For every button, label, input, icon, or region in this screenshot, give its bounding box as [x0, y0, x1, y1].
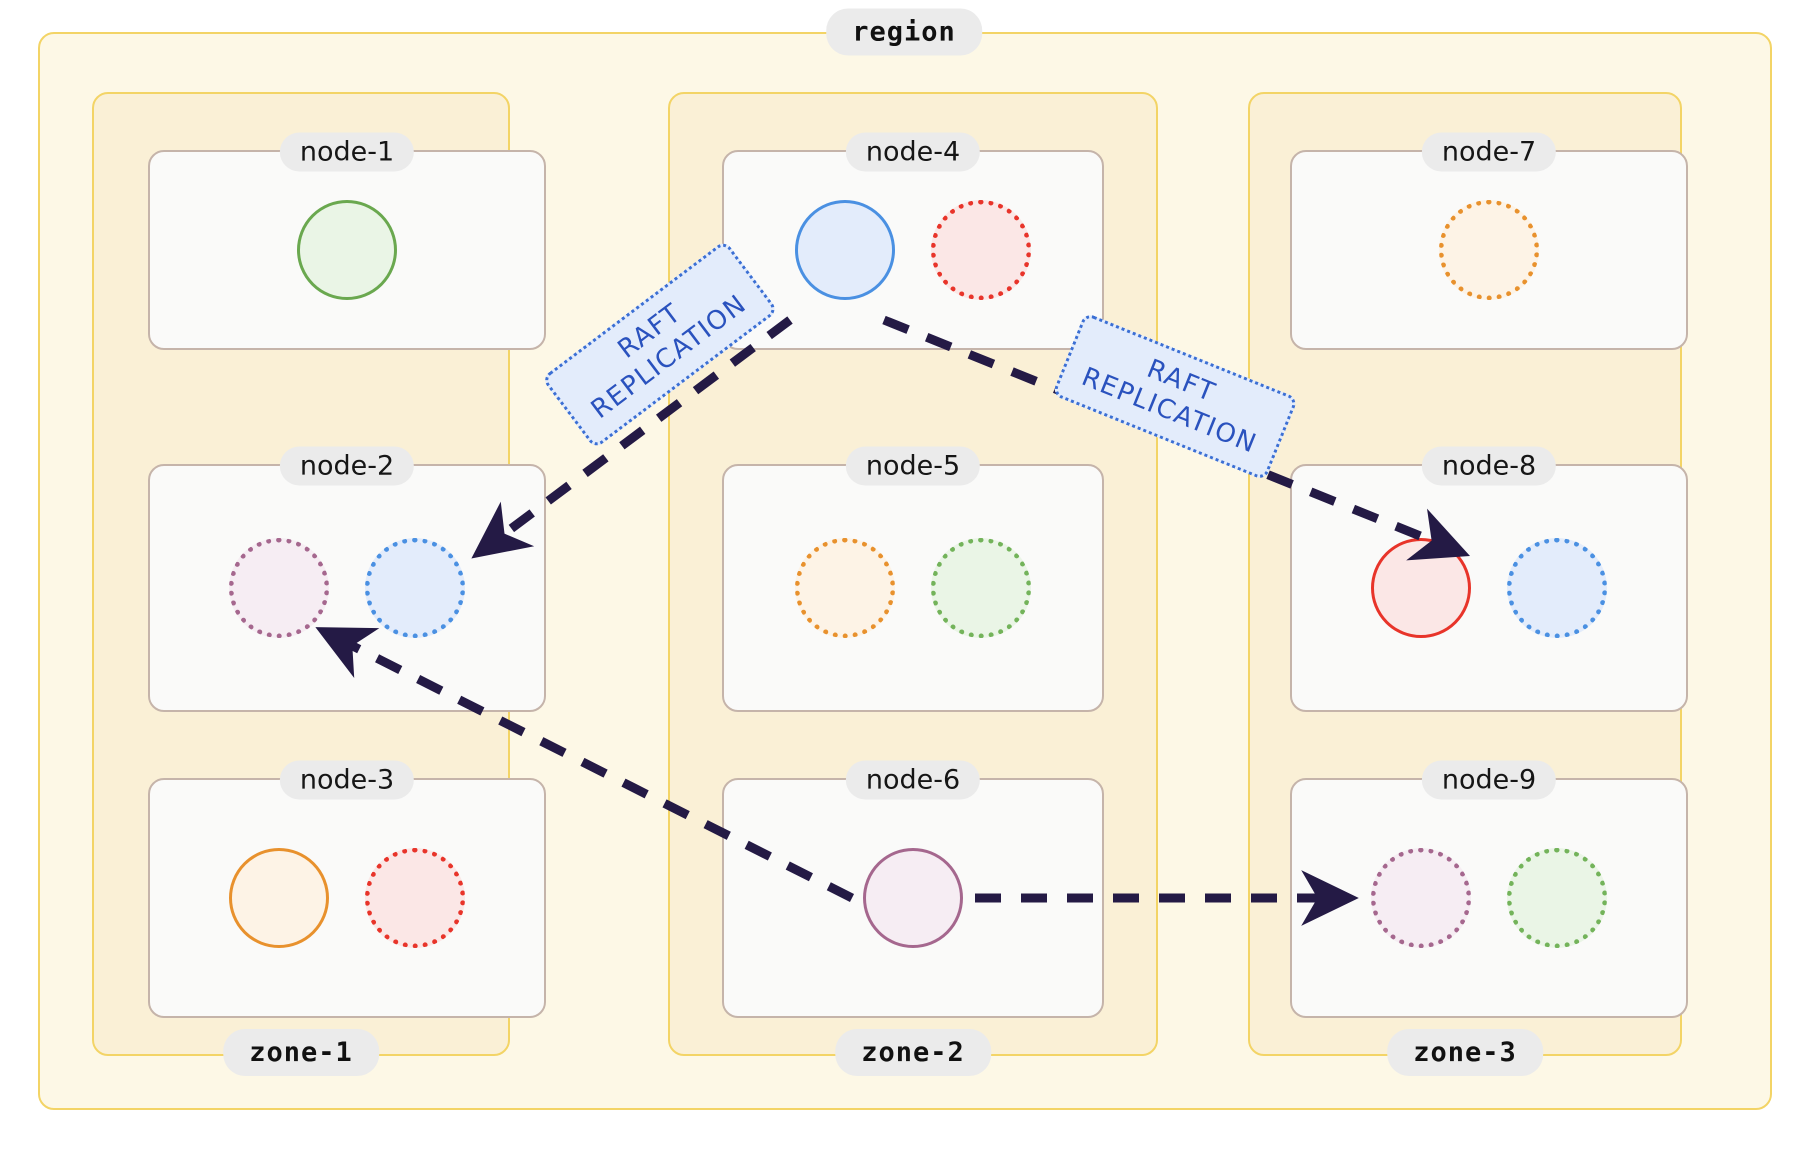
node-label-node-6: node-6: [845, 760, 981, 800]
replica-follower-2[interactable]: [931, 538, 1031, 638]
node-replicas-node-5: [724, 466, 1102, 710]
replica-follower-1[interactable]: [1439, 200, 1539, 300]
node-card-node-8[interactable]: node-8: [1290, 446, 1688, 712]
node-label-node-8: node-8: [1421, 446, 1557, 486]
replica-follower-2[interactable]: [1507, 848, 1607, 948]
replica-leader-1[interactable]: [297, 200, 397, 300]
node-card-node-6[interactable]: node-6: [722, 760, 1104, 1018]
replica-follower-2[interactable]: [365, 848, 465, 948]
replica-leader-1[interactable]: [229, 848, 329, 948]
node-card-node-2[interactable]: node-2: [148, 446, 546, 712]
replica-follower-1[interactable]: [795, 538, 895, 638]
replica-follower-2[interactable]: [365, 538, 465, 638]
replica-follower-2[interactable]: [931, 200, 1031, 300]
node-card-node-3[interactable]: node-3: [148, 760, 546, 1018]
replica-leader-1[interactable]: [863, 848, 963, 948]
node-replicas-node-8: [1292, 466, 1686, 710]
replica-follower-1[interactable]: [229, 538, 329, 638]
replica-leader-1[interactable]: [1371, 538, 1471, 638]
node-label-node-9: node-9: [1421, 760, 1557, 800]
node-replicas-node-2: [150, 466, 544, 710]
node-card-node-4[interactable]: node-4: [722, 132, 1104, 350]
node-label-node-2: node-2: [279, 446, 415, 486]
node-card-node-5[interactable]: node-5: [722, 446, 1104, 712]
region-label: region: [826, 8, 982, 56]
node-label-node-3: node-3: [279, 760, 415, 800]
node-replicas-node-9: [1292, 780, 1686, 1016]
zone-label-3: zone-3: [1387, 1029, 1543, 1076]
node-replicas-node-6: [724, 780, 1102, 1016]
node-label-node-7: node-7: [1421, 132, 1557, 172]
node-label-node-4: node-4: [845, 132, 981, 172]
node-replicas-node-1: [150, 152, 544, 348]
node-card-node-7[interactable]: node-7: [1290, 132, 1688, 350]
node-label-node-5: node-5: [845, 446, 981, 486]
zone-label-2: zone-2: [835, 1029, 991, 1076]
node-replicas-node-4: [724, 152, 1102, 348]
replica-follower-1[interactable]: [1371, 848, 1471, 948]
replica-follower-2[interactable]: [1507, 538, 1607, 638]
zone-label-1: zone-1: [223, 1029, 379, 1076]
node-card-node-1[interactable]: node-1: [148, 132, 546, 350]
node-label-node-1: node-1: [279, 132, 415, 172]
replica-leader-1[interactable]: [795, 200, 895, 300]
node-replicas-node-3: [150, 780, 544, 1016]
node-replicas-node-7: [1292, 152, 1686, 348]
node-card-node-9[interactable]: node-9: [1290, 760, 1688, 1018]
